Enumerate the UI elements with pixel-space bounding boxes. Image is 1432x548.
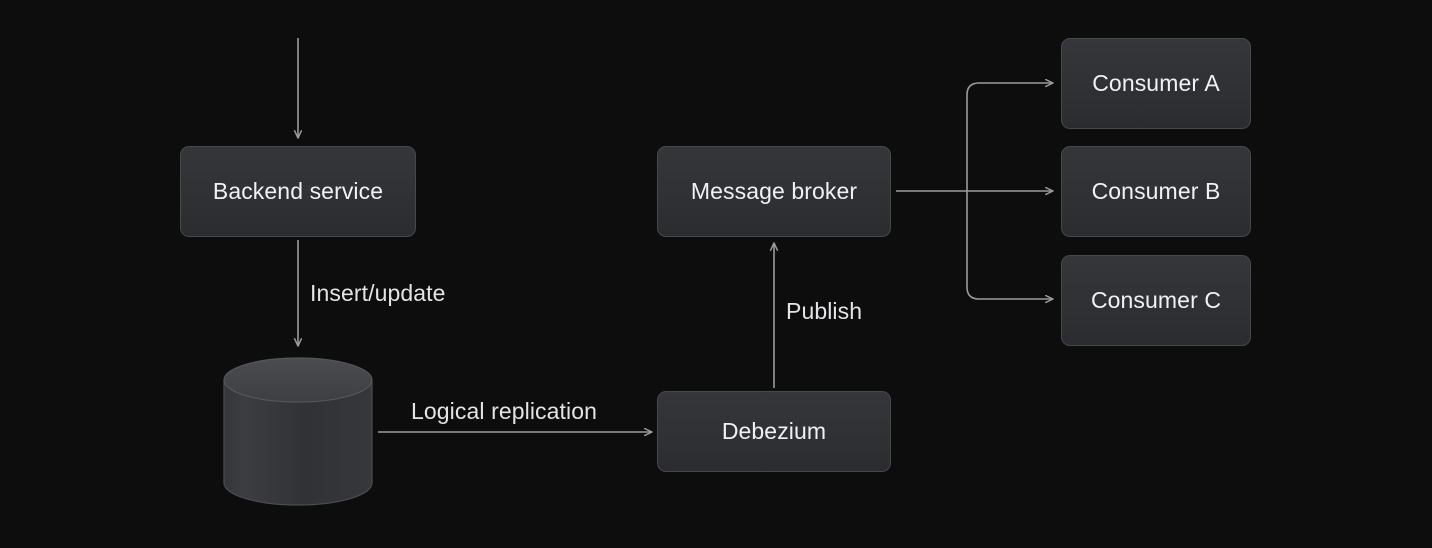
node-debezium-label: Debezium bbox=[721, 418, 827, 444]
node-consumer-b-label: Consumer B bbox=[1091, 178, 1221, 204]
node-consumer-b[interactable]: Consumer B bbox=[1061, 146, 1251, 237]
edge-label-publish: Publish bbox=[786, 298, 863, 324]
edge-label-logical-replication: Logical replication bbox=[411, 398, 598, 424]
edge-label-insert-update: Insert/update bbox=[310, 280, 446, 306]
node-consumer-a[interactable]: Consumer A bbox=[1061, 38, 1251, 129]
node-backend-service-label: Backend service bbox=[212, 178, 384, 204]
node-consumer-c[interactable]: Consumer C bbox=[1061, 255, 1251, 346]
database-cylinder bbox=[223, 357, 373, 506]
node-backend-service[interactable]: Backend service bbox=[180, 146, 416, 237]
node-debezium[interactable]: Debezium bbox=[657, 391, 891, 472]
node-consumer-a-label: Consumer A bbox=[1092, 70, 1220, 96]
node-message-broker[interactable]: Message broker bbox=[657, 146, 891, 237]
node-consumer-c-label: Consumer C bbox=[1090, 287, 1222, 313]
node-message-broker-label: Message broker bbox=[690, 178, 858, 204]
edge-broker-fanout bbox=[896, 83, 1053, 299]
